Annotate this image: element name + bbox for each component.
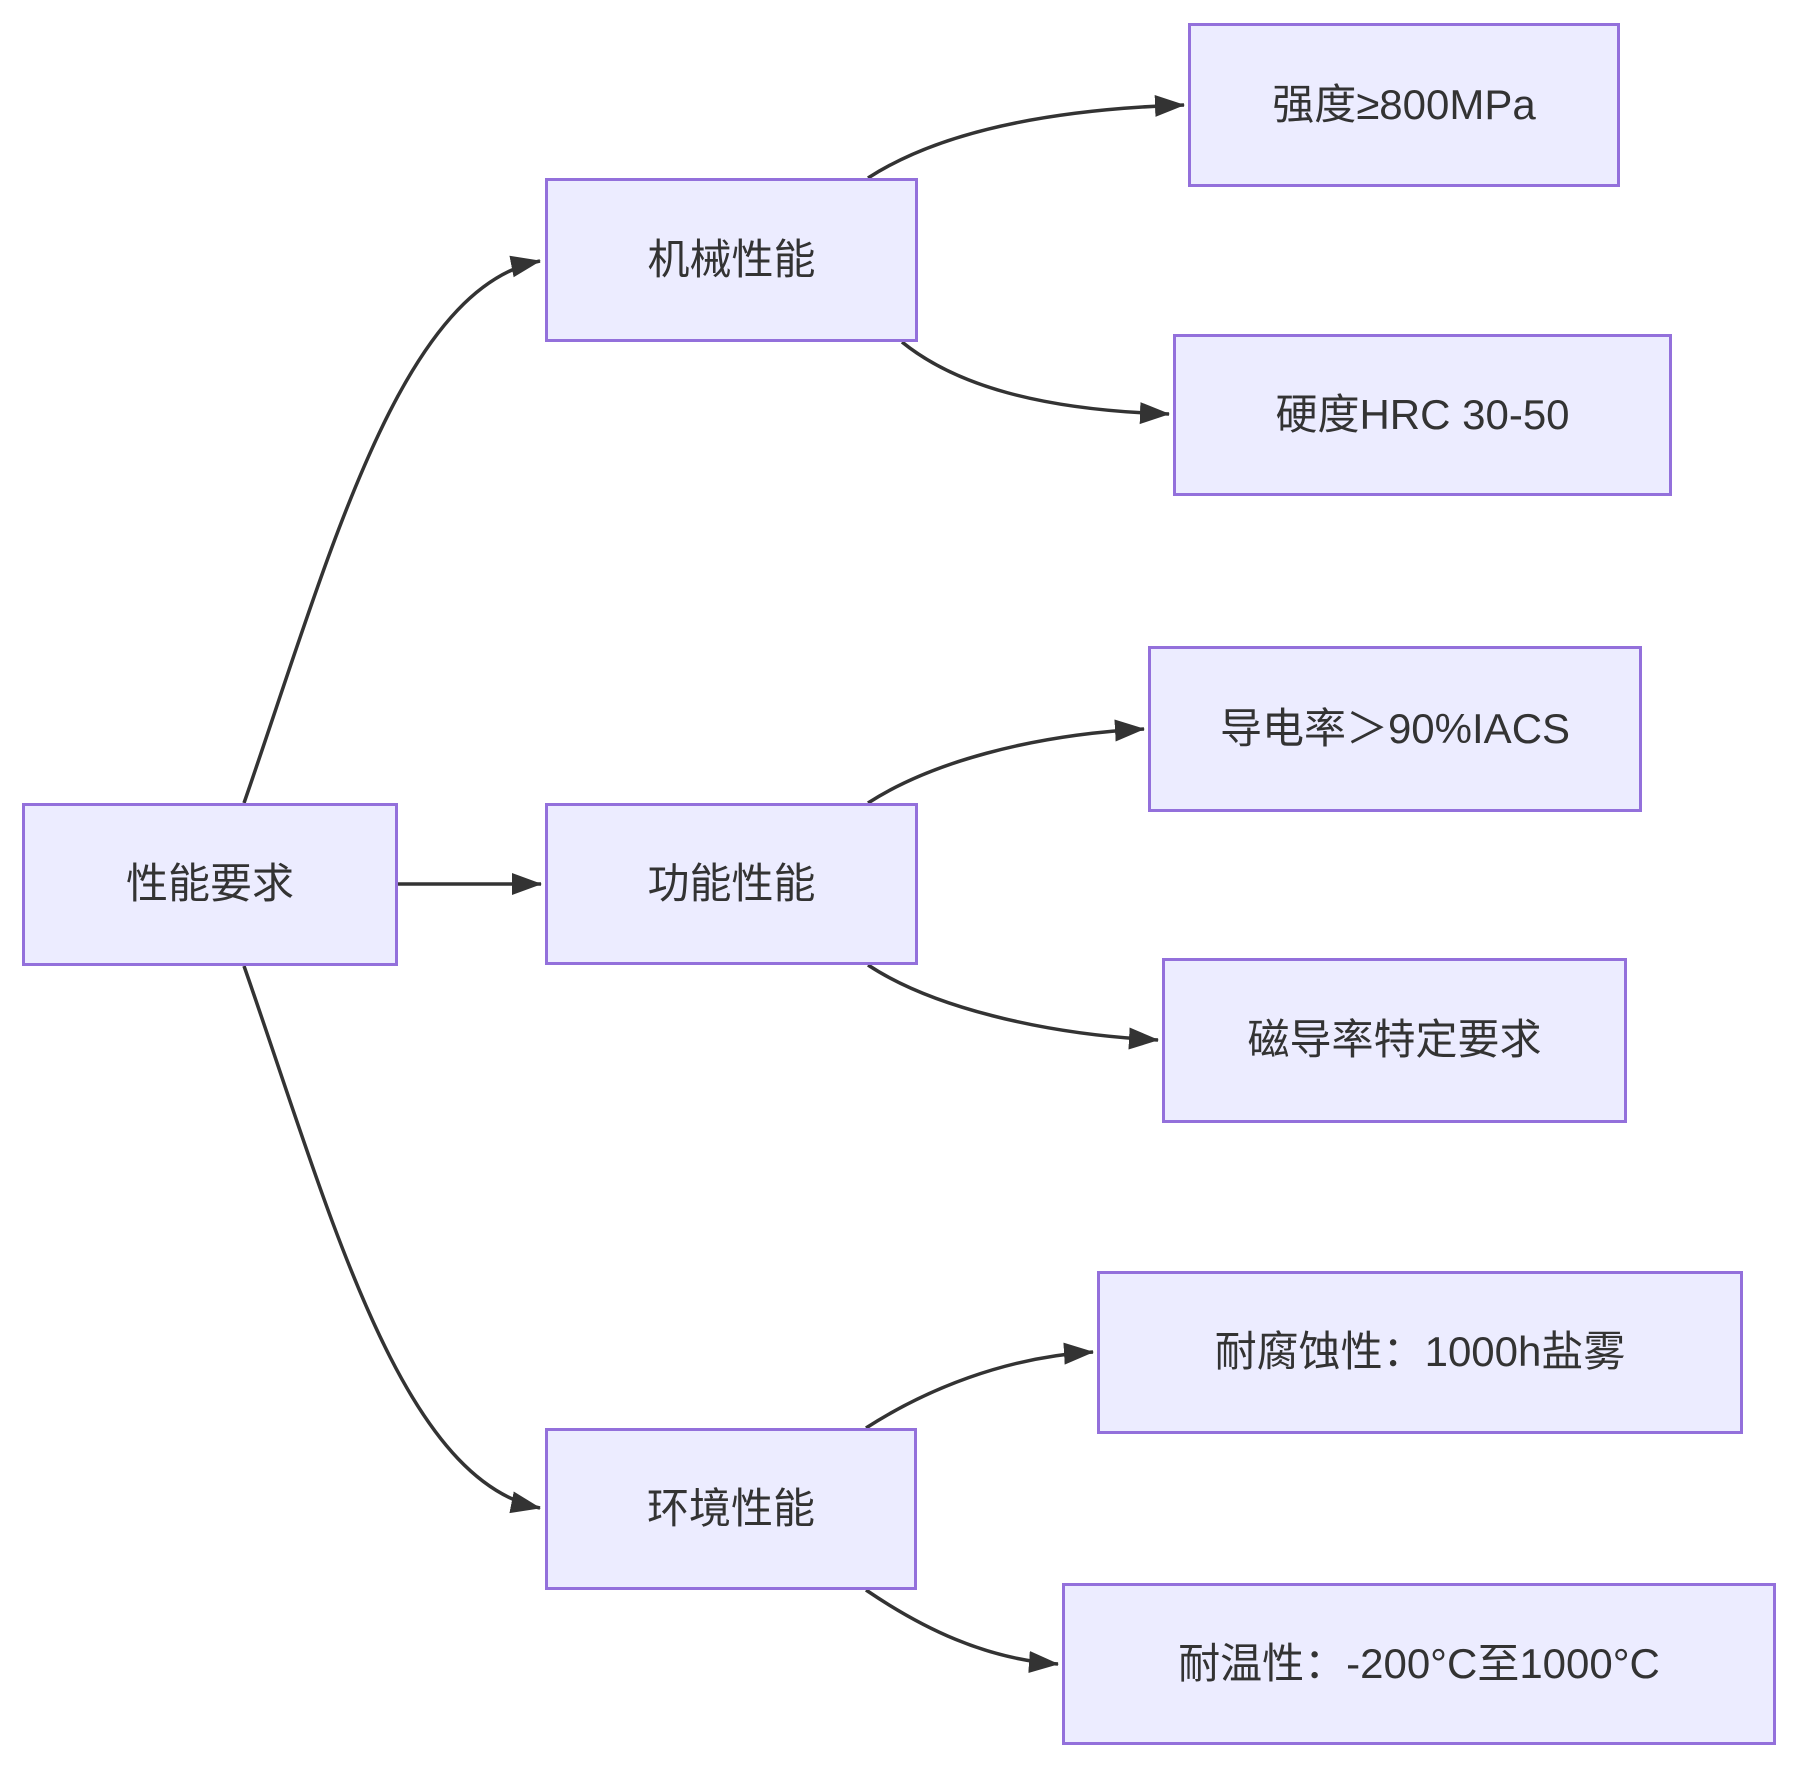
- node-conductivity: 导电率＞90%IACS: [1148, 646, 1642, 812]
- node-permeability: 磁导率特定要求: [1162, 958, 1627, 1123]
- edge-mechanical-strength: [867, 94, 1185, 180]
- edge-root-mechanical: [242, 255, 541, 804]
- node-temperature: 耐温性：-200°C至1000°C: [1062, 1583, 1776, 1745]
- edge-functional-permeability: [867, 963, 1159, 1050]
- node-functional: 功能性能: [545, 803, 918, 965]
- edge-mechanical-hardness: [900, 340, 1170, 425]
- node-label: 磁导率特定要求: [1247, 1016, 1542, 1064]
- node-label: 导电率＞90%IACS: [1219, 704, 1571, 752]
- node-label: 功能性能: [647, 859, 816, 907]
- node-environmental: 环境性能: [545, 1428, 917, 1590]
- node-label: 环境性能: [646, 1484, 815, 1532]
- node-label: 耐腐蚀性：1000h盐雾: [1214, 1328, 1626, 1376]
- edge-environmental-temperature: [865, 1588, 1059, 1673]
- node-label: 强度≥800MPa: [1272, 80, 1536, 128]
- edge-environmental-corrosion: [865, 1342, 1094, 1430]
- node-strength: 强度≥800MPa: [1188, 23, 1620, 187]
- node-label: 性能要求: [125, 860, 294, 908]
- node-corrosion: 耐腐蚀性：1000h盐雾: [1097, 1271, 1743, 1434]
- node-performance-requirements: 性能要求: [22, 803, 398, 966]
- edge-root-environmental: [242, 965, 541, 1514]
- edge-functional-conductivity: [867, 719, 1145, 805]
- node-label: 耐温性：-200°C至1000°C: [1178, 1639, 1660, 1687]
- node-label: 机械性能: [647, 235, 816, 283]
- node-mechanical: 机械性能: [545, 178, 918, 342]
- node-hardness: 硬度HRC 30-50: [1173, 334, 1672, 496]
- node-label: 硬度HRC 30-50: [1275, 390, 1570, 438]
